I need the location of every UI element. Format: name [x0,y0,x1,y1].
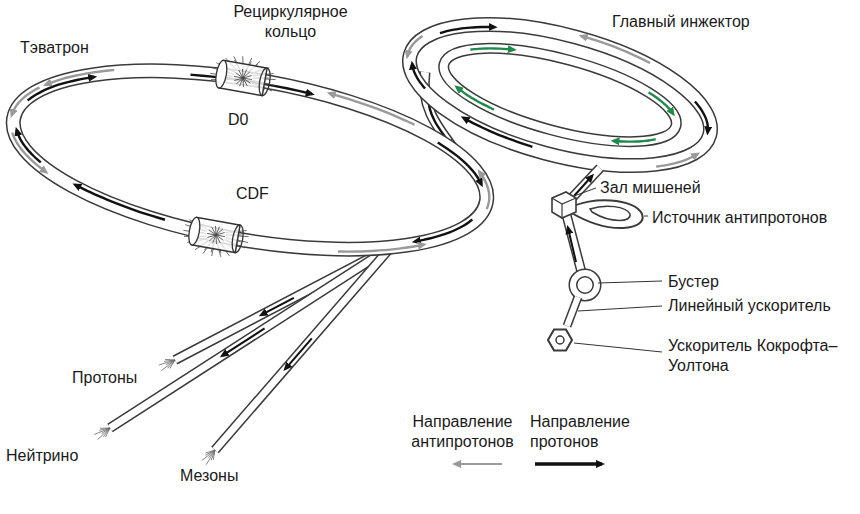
detector-end [214,60,229,89]
part-label: Зал мишеней [600,178,701,198]
cockcroft-walton-hexagon [548,330,572,351]
part-label: Протоны [72,368,137,388]
d0-detector [208,51,279,97]
leader-line [574,188,596,196]
leader-line [574,343,662,352]
beam-direction-arrow [222,328,264,355]
legend-text: Направление антипротонов [400,412,525,452]
particle-track [243,74,252,79]
part-label: CDF [236,184,269,204]
part-label: Бустер [668,272,719,292]
tevatron-ring-inner [0,40,500,281]
beam-direction-arrow [415,220,473,242]
booster-ring-outline [573,273,597,297]
linac-inner [567,297,578,326]
spray-line [159,360,175,365]
transfer-line-inner [570,168,600,200]
spray-line [98,428,110,440]
part-label: D0 [228,110,248,130]
leader-line [598,281,662,283]
beamline-outline [110,247,391,428]
beam-direction-arrow [457,87,494,109]
spray-line [94,428,110,434]
legend-text: Направление протонов [530,412,650,452]
beam-direction-arrow [46,70,114,85]
target-hall-box [552,192,576,218]
spray-line [162,360,175,370]
beam-direction-arrow [12,87,40,115]
legend-arrow-sample [455,463,502,465]
transfer-line-inner [566,213,582,274]
beam-direction-arrow [285,338,311,368]
part-label: Источник антипротонов [652,208,827,228]
linac-outline [567,297,578,326]
beam-direction-arrow [614,139,656,141]
beam-direction-arrow [568,228,576,262]
transfer-line-outline [570,168,600,200]
beam-direction-arrow [479,172,489,209]
spray-line [165,359,175,361]
beam-direction-arrow [649,92,674,113]
spray-line [205,450,215,453]
part-label: Ускоритель Кокрофта–Уолтона [668,336,838,376]
beamline-outline [215,247,391,450]
detector-end [187,217,202,246]
spray-line [205,450,215,455]
beam-direction-arrow [330,93,415,124]
antiproton-source-outline [570,200,643,228]
booster-ring-inner [573,273,597,297]
antiproton-source-inner [590,206,630,220]
leader-line [644,216,648,217]
legend-arrow-sample [535,462,602,466]
particle-track [216,231,225,236]
beam-direction-arrow [407,36,422,56]
beam-direction-arrow [440,27,495,33]
beam-direction-arrow [695,101,708,132]
transfer-line-outline [566,213,582,274]
beam-direction-arrow [261,298,293,315]
part-label: Линейный ускоритель [668,296,831,316]
part-label: Нейтрино [6,446,78,466]
beam-direction-arrow [412,64,425,89]
leader-line [578,306,662,311]
recycler-ring-inner [435,29,685,161]
cdf-detector [180,215,251,261]
part-label: Рециркулярное кольцо [228,2,353,42]
part-label: Главный инжектор [612,12,750,32]
beam-direction-arrow [338,245,424,252]
beam-direction-arrow [12,133,46,173]
beamline-inner [215,247,391,450]
detector-end [257,67,272,96]
spray-line [100,428,110,429]
beam-direction-arrow [470,48,513,49]
beam-direction-arrow [75,185,165,220]
cockcroft-walton-core [556,336,564,344]
detector-end [230,224,245,253]
recycler-ring-outline [435,29,685,161]
tevatron-ring-outline [0,40,500,281]
beam-direction-arrow [438,143,482,185]
spray-line [164,360,175,361]
part-label: Тэватрон [20,38,89,58]
beam-direction-arrow [582,36,651,63]
part-label: Мезоны [180,466,238,486]
target-hall-edge [552,198,576,218]
beam-direction-arrow [656,154,697,167]
spray-line [202,450,215,461]
spray-line [99,428,110,430]
beamline-inner [110,247,391,428]
